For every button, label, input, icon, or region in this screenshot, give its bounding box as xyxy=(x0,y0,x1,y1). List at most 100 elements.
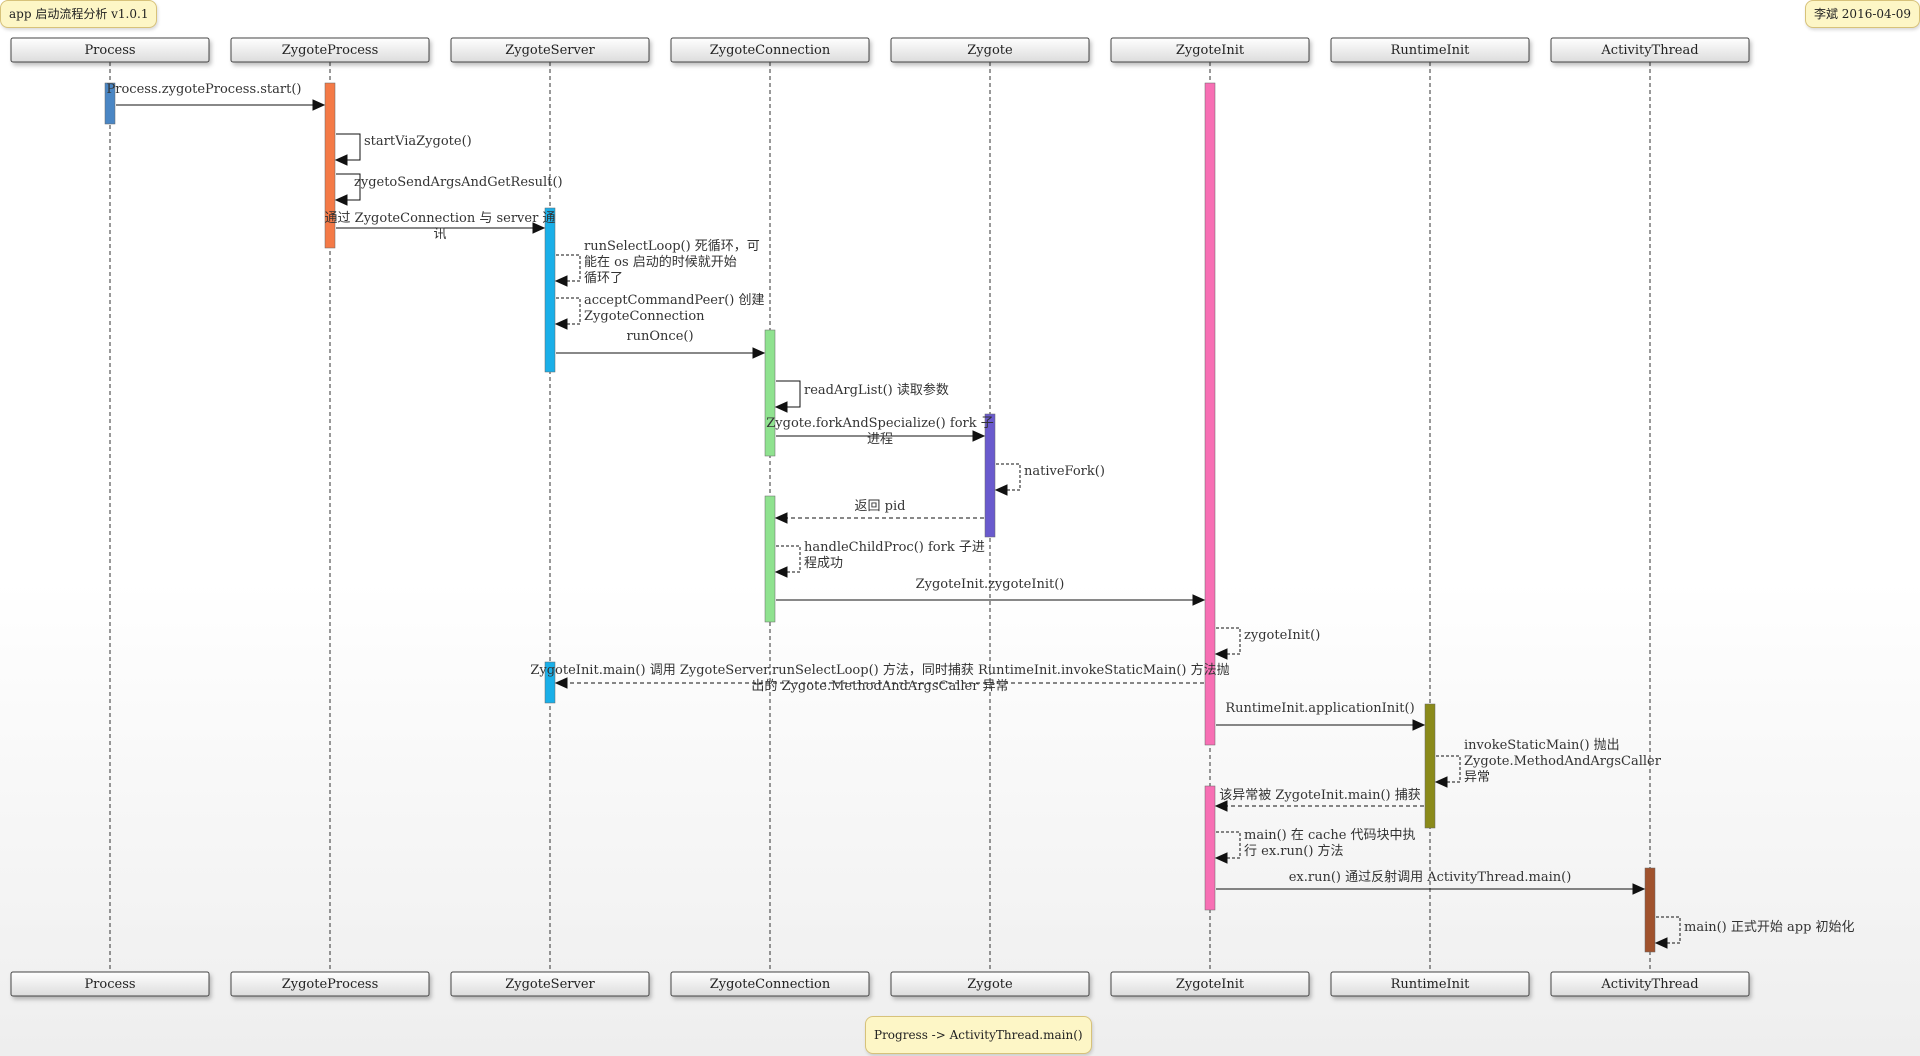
participant-box xyxy=(1110,37,1310,63)
message-label-line: zygetoSendArgsAndGetResult() xyxy=(354,175,563,190)
message-label: runSelectLoop() 死循环，可能在 os 启动的时候就开始循环了 xyxy=(584,239,760,286)
participant-label: ZygoteInit xyxy=(1176,43,1245,58)
participant-runtimeInit-bottom: RuntimeInit xyxy=(1330,971,1530,997)
arrow-head xyxy=(972,430,986,442)
message-label-line: handleChildProc() fork 子进 xyxy=(804,540,985,555)
message-label-line: Zygote.MethodAndArgsCaller xyxy=(1464,754,1662,769)
message-label-line: 通过 ZygoteConnection 与 server 通 xyxy=(325,211,556,226)
message-label-line: runOnce() xyxy=(626,329,693,344)
arrow-head xyxy=(1412,719,1426,731)
message-label-line: main() 正式开始 app 初始化 xyxy=(1684,920,1855,935)
message-9: Zygote.forkAndSpecialize() fork 子进程 xyxy=(766,416,994,447)
participant-label: ZygoteServer xyxy=(505,43,595,58)
arrow-head xyxy=(334,154,348,166)
message-label-line: 循环了 xyxy=(584,271,623,286)
message-label-line: ZygoteInit.zygoteInit() xyxy=(916,577,1065,592)
participant-label: Process xyxy=(84,43,135,58)
participant-label: Zygote xyxy=(967,43,1013,58)
participant-box xyxy=(450,37,650,63)
message-20: ex.run() 通过反射调用 ActivityThread.main() xyxy=(1216,869,1646,895)
message-label: RuntimeInit.applicationInit() xyxy=(1225,701,1414,716)
message-label: ex.run() 通过反射调用 ActivityThread.main() xyxy=(1289,869,1572,885)
message-label: ZygoteInit.main() 调用 ZygoteServer.runSel… xyxy=(530,662,1229,694)
activation-process xyxy=(104,82,116,125)
message-label: runOnce() xyxy=(626,329,693,344)
self-message-line xyxy=(776,545,801,573)
participant-box xyxy=(1330,37,1530,63)
message-label: nativeFork() xyxy=(1024,464,1105,479)
message-label-line: startViaZygote() xyxy=(364,134,472,149)
arrow-head xyxy=(1192,594,1206,606)
participant-zygoteConnection-bottom: ZygoteConnection xyxy=(670,971,870,997)
message-18: 该异常被 ZygoteInit.main() 捕获 xyxy=(1214,787,1424,812)
message-label: main() 在 cache 代码块中执行 ex.run() 方法 xyxy=(1244,828,1416,859)
message-1: Process.zygoteProcess.start() xyxy=(107,82,326,111)
arrow-head xyxy=(1214,648,1228,660)
activation-zygoteInit xyxy=(1204,785,1216,911)
message-12: handleChildProc() fork 子进程成功 xyxy=(774,540,985,578)
participant-box xyxy=(10,971,210,997)
participant-label: ZygoteServer xyxy=(505,977,595,992)
message-label: startViaZygote() xyxy=(364,134,472,149)
message-label-line: readArgList() 读取参数 xyxy=(804,382,949,398)
message-label: 该异常被 ZygoteInit.main() 捕获 xyxy=(1219,787,1420,803)
arrow-head xyxy=(1654,937,1668,949)
message-label-line: zygoteInit() xyxy=(1244,628,1320,643)
message-label-line: ZygoteConnection xyxy=(584,309,705,324)
arrow-head xyxy=(1632,883,1646,895)
message-label-line: RuntimeInit.applicationInit() xyxy=(1225,701,1414,716)
message-2: startViaZygote() xyxy=(334,133,472,166)
participant-label: ZygoteProcess xyxy=(282,43,379,58)
message-label: readArgList() 读取参数 xyxy=(804,382,949,398)
message-label-line: nativeFork() xyxy=(1024,464,1105,479)
arrow-head xyxy=(1434,776,1448,788)
participant-box xyxy=(230,37,430,63)
participant-box xyxy=(10,37,210,63)
participant-label: ActivityThread xyxy=(1600,43,1698,58)
participant-activityThread-bottom: ActivityThread xyxy=(1550,971,1750,997)
activation-zygoteServer xyxy=(544,661,556,704)
message-8: readArgList() 读取参数 xyxy=(774,380,949,413)
participant-box xyxy=(450,971,650,997)
self-message-line xyxy=(1216,831,1241,859)
self-message-line xyxy=(556,297,581,325)
arrow-head xyxy=(1214,852,1228,864)
participant-box xyxy=(230,971,430,997)
participant-label: Process xyxy=(84,977,135,992)
activation-zygoteProcess xyxy=(324,82,336,249)
participant-zygoteServer-bottom: ZygoteServer xyxy=(450,971,650,997)
activation-activityThread xyxy=(1644,867,1656,953)
self-message-line xyxy=(1656,916,1681,944)
message-label-line: Process.zygoteProcess.start() xyxy=(107,82,302,97)
message-label-line: Zygote.forkAndSpecialize() fork 子 xyxy=(766,416,994,431)
participant-label: ZygoteConnection xyxy=(710,43,831,58)
self-message-line xyxy=(1436,755,1461,783)
arrow-head xyxy=(774,512,788,524)
message-11: 返回 pid xyxy=(774,499,984,524)
message-label-line: 出的 Zygote.MethodAndArgsCaller 异常 xyxy=(751,678,1008,694)
message-14: zygoteInit() xyxy=(1214,627,1320,660)
activation-runtimeInit xyxy=(1424,703,1436,829)
arrow-head xyxy=(1214,800,1228,812)
participant-label: RuntimeInit xyxy=(1391,977,1471,992)
participant-box xyxy=(1330,971,1530,997)
participant-zygote-top: Zygote xyxy=(890,37,1090,63)
self-message-line xyxy=(1216,627,1241,655)
participant-box xyxy=(1550,971,1750,997)
message-label-line: invokeStaticMain() 抛出 xyxy=(1464,738,1620,753)
diagram-caption: Progress -> ActivityThread.main() xyxy=(865,1016,1092,1054)
message-16: RuntimeInit.applicationInit() xyxy=(1216,701,1426,731)
message-10: nativeFork() xyxy=(994,463,1105,496)
participant-label: Zygote xyxy=(967,977,1013,992)
arrow-head xyxy=(774,401,788,413)
activation-zygote xyxy=(984,413,996,538)
self-message-line xyxy=(336,133,361,161)
arrow-head xyxy=(554,275,568,287)
message-label-line: acceptCommandPeer() 创建 xyxy=(584,293,764,308)
message-label-line: ZygoteInit.main() 调用 ZygoteServer.runSel… xyxy=(530,662,1229,678)
arrow-head xyxy=(554,318,568,330)
